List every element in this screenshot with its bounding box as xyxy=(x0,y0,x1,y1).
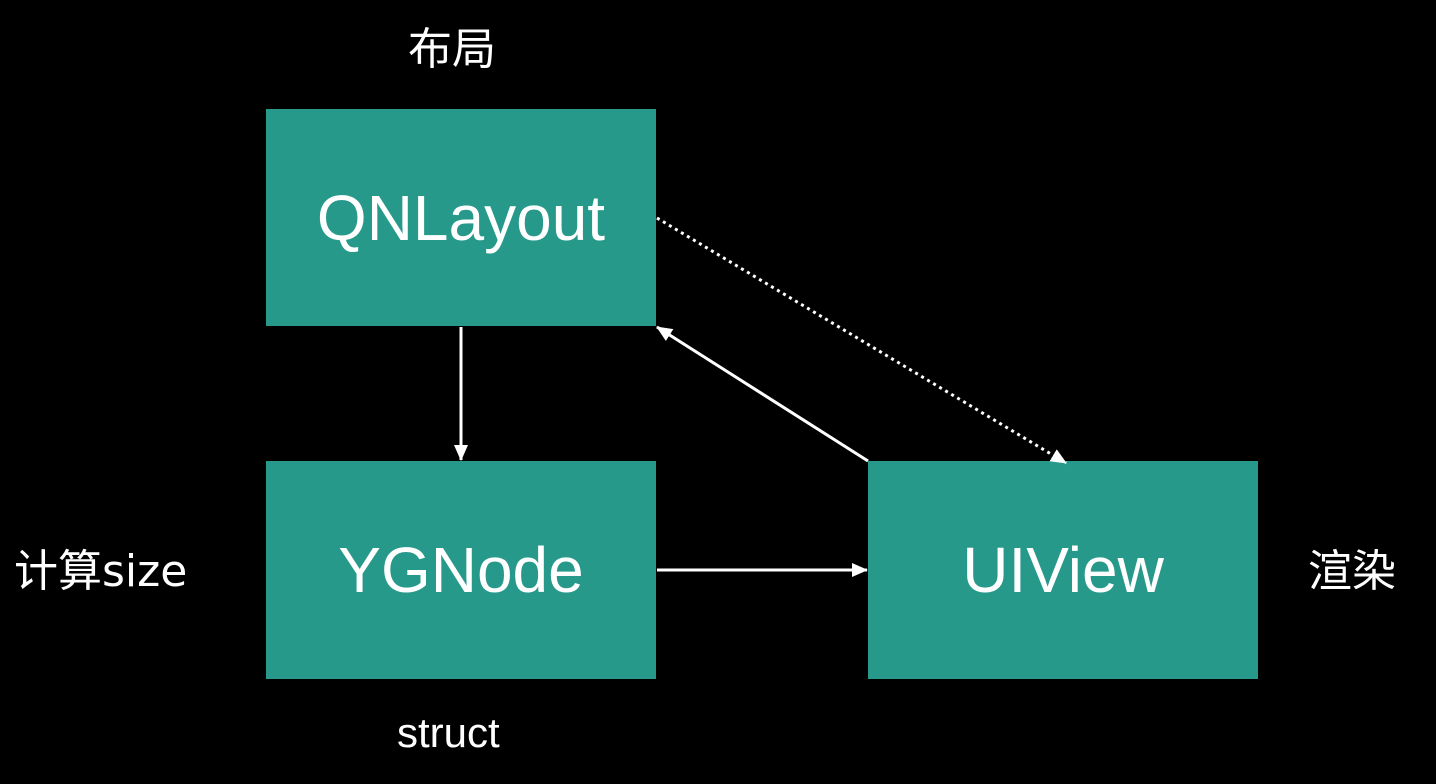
render-label: 渲染 xyxy=(1308,546,1396,597)
ygnode-node: YGNode xyxy=(266,461,656,679)
arrow-uiview-to-qnlayout xyxy=(656,325,869,463)
uiview-node-label: UIView xyxy=(962,534,1164,606)
ygnode-node-label: YGNode xyxy=(338,534,584,606)
uiview-node: UIView xyxy=(868,461,1258,679)
struct-label: struct xyxy=(397,709,500,756)
qnlayout-node: QNLayout xyxy=(266,109,656,326)
layout-label: 布局 xyxy=(408,24,496,75)
qnlayout-node-label: QNLayout xyxy=(316,181,606,254)
arrow-qnlayout-to-uiview-dotted xyxy=(656,216,1067,465)
calc-size-label: 计算size xyxy=(14,546,188,597)
